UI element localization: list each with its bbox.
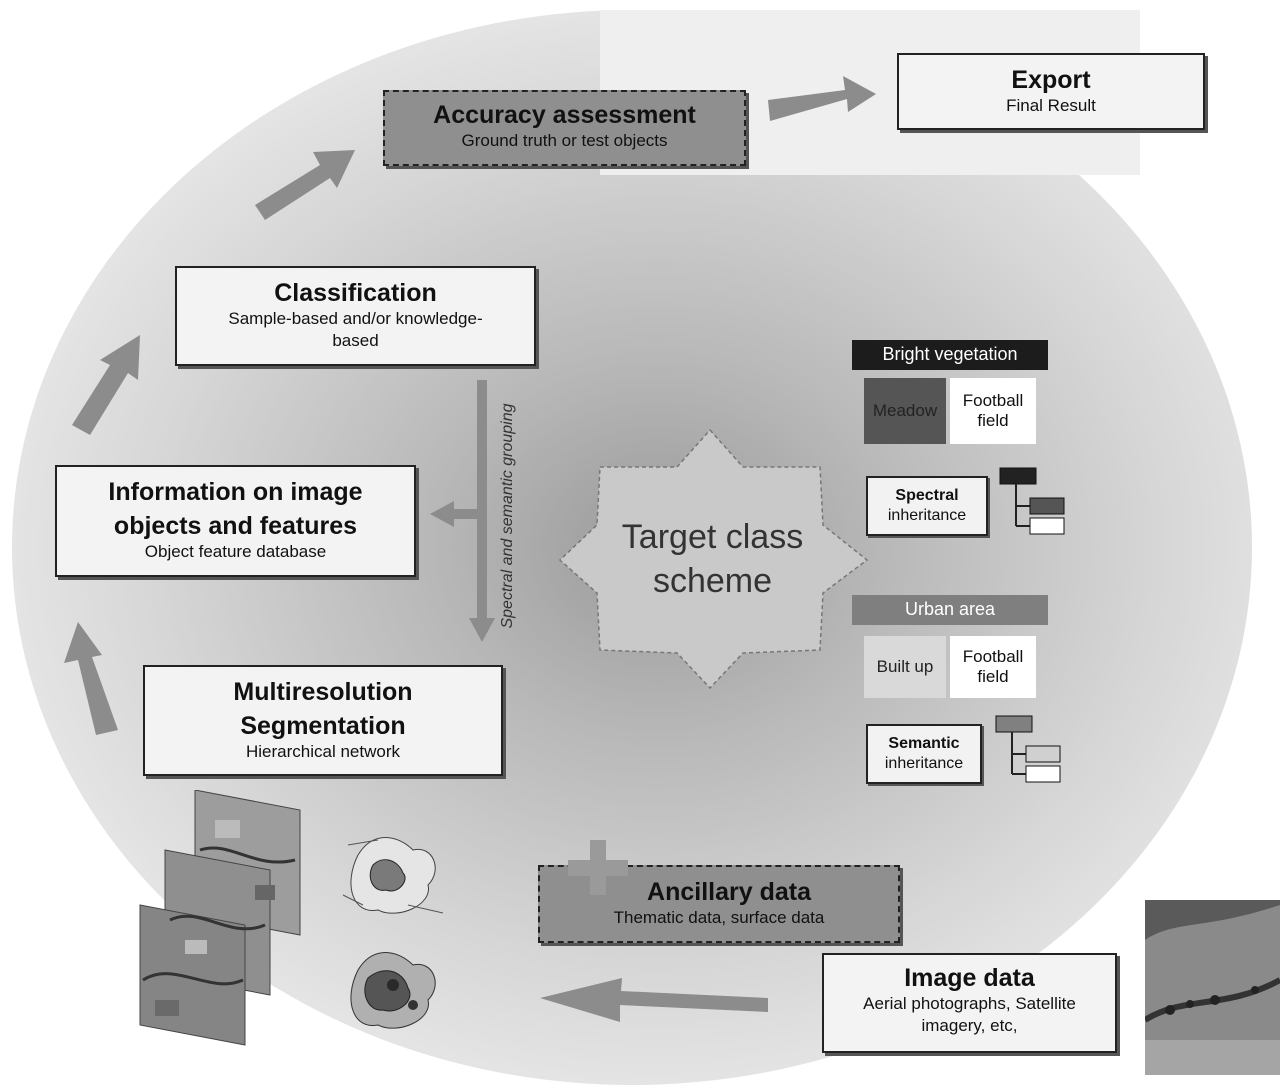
information-subtitle: Object feature database — [144, 542, 327, 561]
image-data-box: Image data Aerial photographs, Satellite… — [822, 953, 1117, 1053]
export-box: Export Final Result — [897, 53, 1205, 130]
spectral-line-1: Spectral — [895, 487, 959, 504]
segmentation-subtitle: Hierarchical network — [246, 742, 400, 761]
bright-vegetation-tag: Bright vegetation — [852, 340, 1048, 370]
semantic-line-2: inheritance — [884, 755, 964, 772]
classification-box: Classification Sample-based and/or knowl… — [175, 266, 536, 366]
information-title-2: objects and features — [113, 512, 358, 540]
classification-title: Classification — [274, 279, 437, 307]
export-title: Export — [1011, 66, 1091, 94]
arrow-accuracy-to-export — [768, 76, 876, 121]
aerial-photo-image — [1145, 900, 1280, 1075]
segmentation-title-2: Segmentation — [240, 712, 406, 740]
grouping-arrow-shaft — [477, 380, 487, 620]
arrow-classification-to-accuracy — [255, 150, 355, 220]
grouping-label: Spectral and semantic grouping — [499, 403, 516, 629]
semantic-line-1: Semantic — [888, 735, 960, 752]
football-field-2-line-2: field — [977, 667, 1009, 686]
segmentation-map-top — [342, 837, 444, 914]
segmentation-title-1: Multiresolution — [233, 678, 413, 706]
information-box: Information on image objects and feature… — [55, 465, 416, 577]
target-line-1: Target class — [621, 518, 804, 556]
export-subtitle: Final Result — [1006, 96, 1096, 115]
semantic-hierarchy-icon — [995, 715, 1061, 783]
target-star-shape — [558, 428, 869, 690]
target-line-2: scheme — [652, 562, 773, 600]
segmentation-box: Multiresolution Segmentation Hierarchica… — [143, 665, 503, 776]
accuracy-subtitle: Ground truth or test objects — [461, 131, 668, 150]
arrow-information-to-classification — [72, 335, 140, 435]
grouping-arrow-head — [469, 618, 495, 642]
grouping-side-shaft — [452, 509, 480, 519]
segmentation-map-bottom — [350, 952, 436, 1029]
ancillary-title: Ancillary data — [647, 878, 811, 906]
segmentation-layers-image — [139, 790, 301, 1046]
grouping-side-head — [430, 501, 454, 527]
football-field-2-line-1: Football — [962, 647, 1024, 666]
arrow-segmentation-to-information — [64, 622, 118, 735]
target-class-label: Target class scheme — [585, 515, 840, 603]
spectral-inheritance-box: Spectral inheritance — [866, 476, 988, 536]
spectral-line-2: inheritance — [887, 507, 967, 524]
football-field-cell-2: Football field — [950, 636, 1036, 698]
arrow-imagedata-to-thumbnails — [540, 978, 768, 1022]
spectral-hierarchy-icon — [999, 467, 1065, 535]
information-title-1: Information on image — [108, 478, 363, 506]
classification-subtitle: Sample-based and/or knowledge-based — [228, 309, 483, 350]
football-field-1-line-2: field — [977, 411, 1009, 430]
image-data-title: Image data — [904, 964, 1035, 992]
image-data-subtitle-1: Aerial photographs, Satellite — [863, 994, 1076, 1013]
accuracy-title: Accuracy assessment — [433, 101, 696, 129]
football-field-cell-1: Football field — [950, 378, 1036, 444]
semantic-inheritance-box: Semantic inheritance — [866, 724, 982, 784]
ancillary-subtitle: Thematic data, surface data — [613, 908, 825, 927]
plus-icon — [568, 840, 628, 895]
urban-area-tag: Urban area — [852, 595, 1048, 625]
meadow-cell: Meadow — [864, 378, 946, 444]
image-data-subtitle-2: imagery, etc, — [921, 1016, 1018, 1035]
accuracy-box: Accuracy assessment Ground truth or test… — [383, 90, 746, 166]
built-up-cell: Built up — [864, 636, 946, 698]
football-field-1-line-1: Football — [962, 391, 1024, 410]
